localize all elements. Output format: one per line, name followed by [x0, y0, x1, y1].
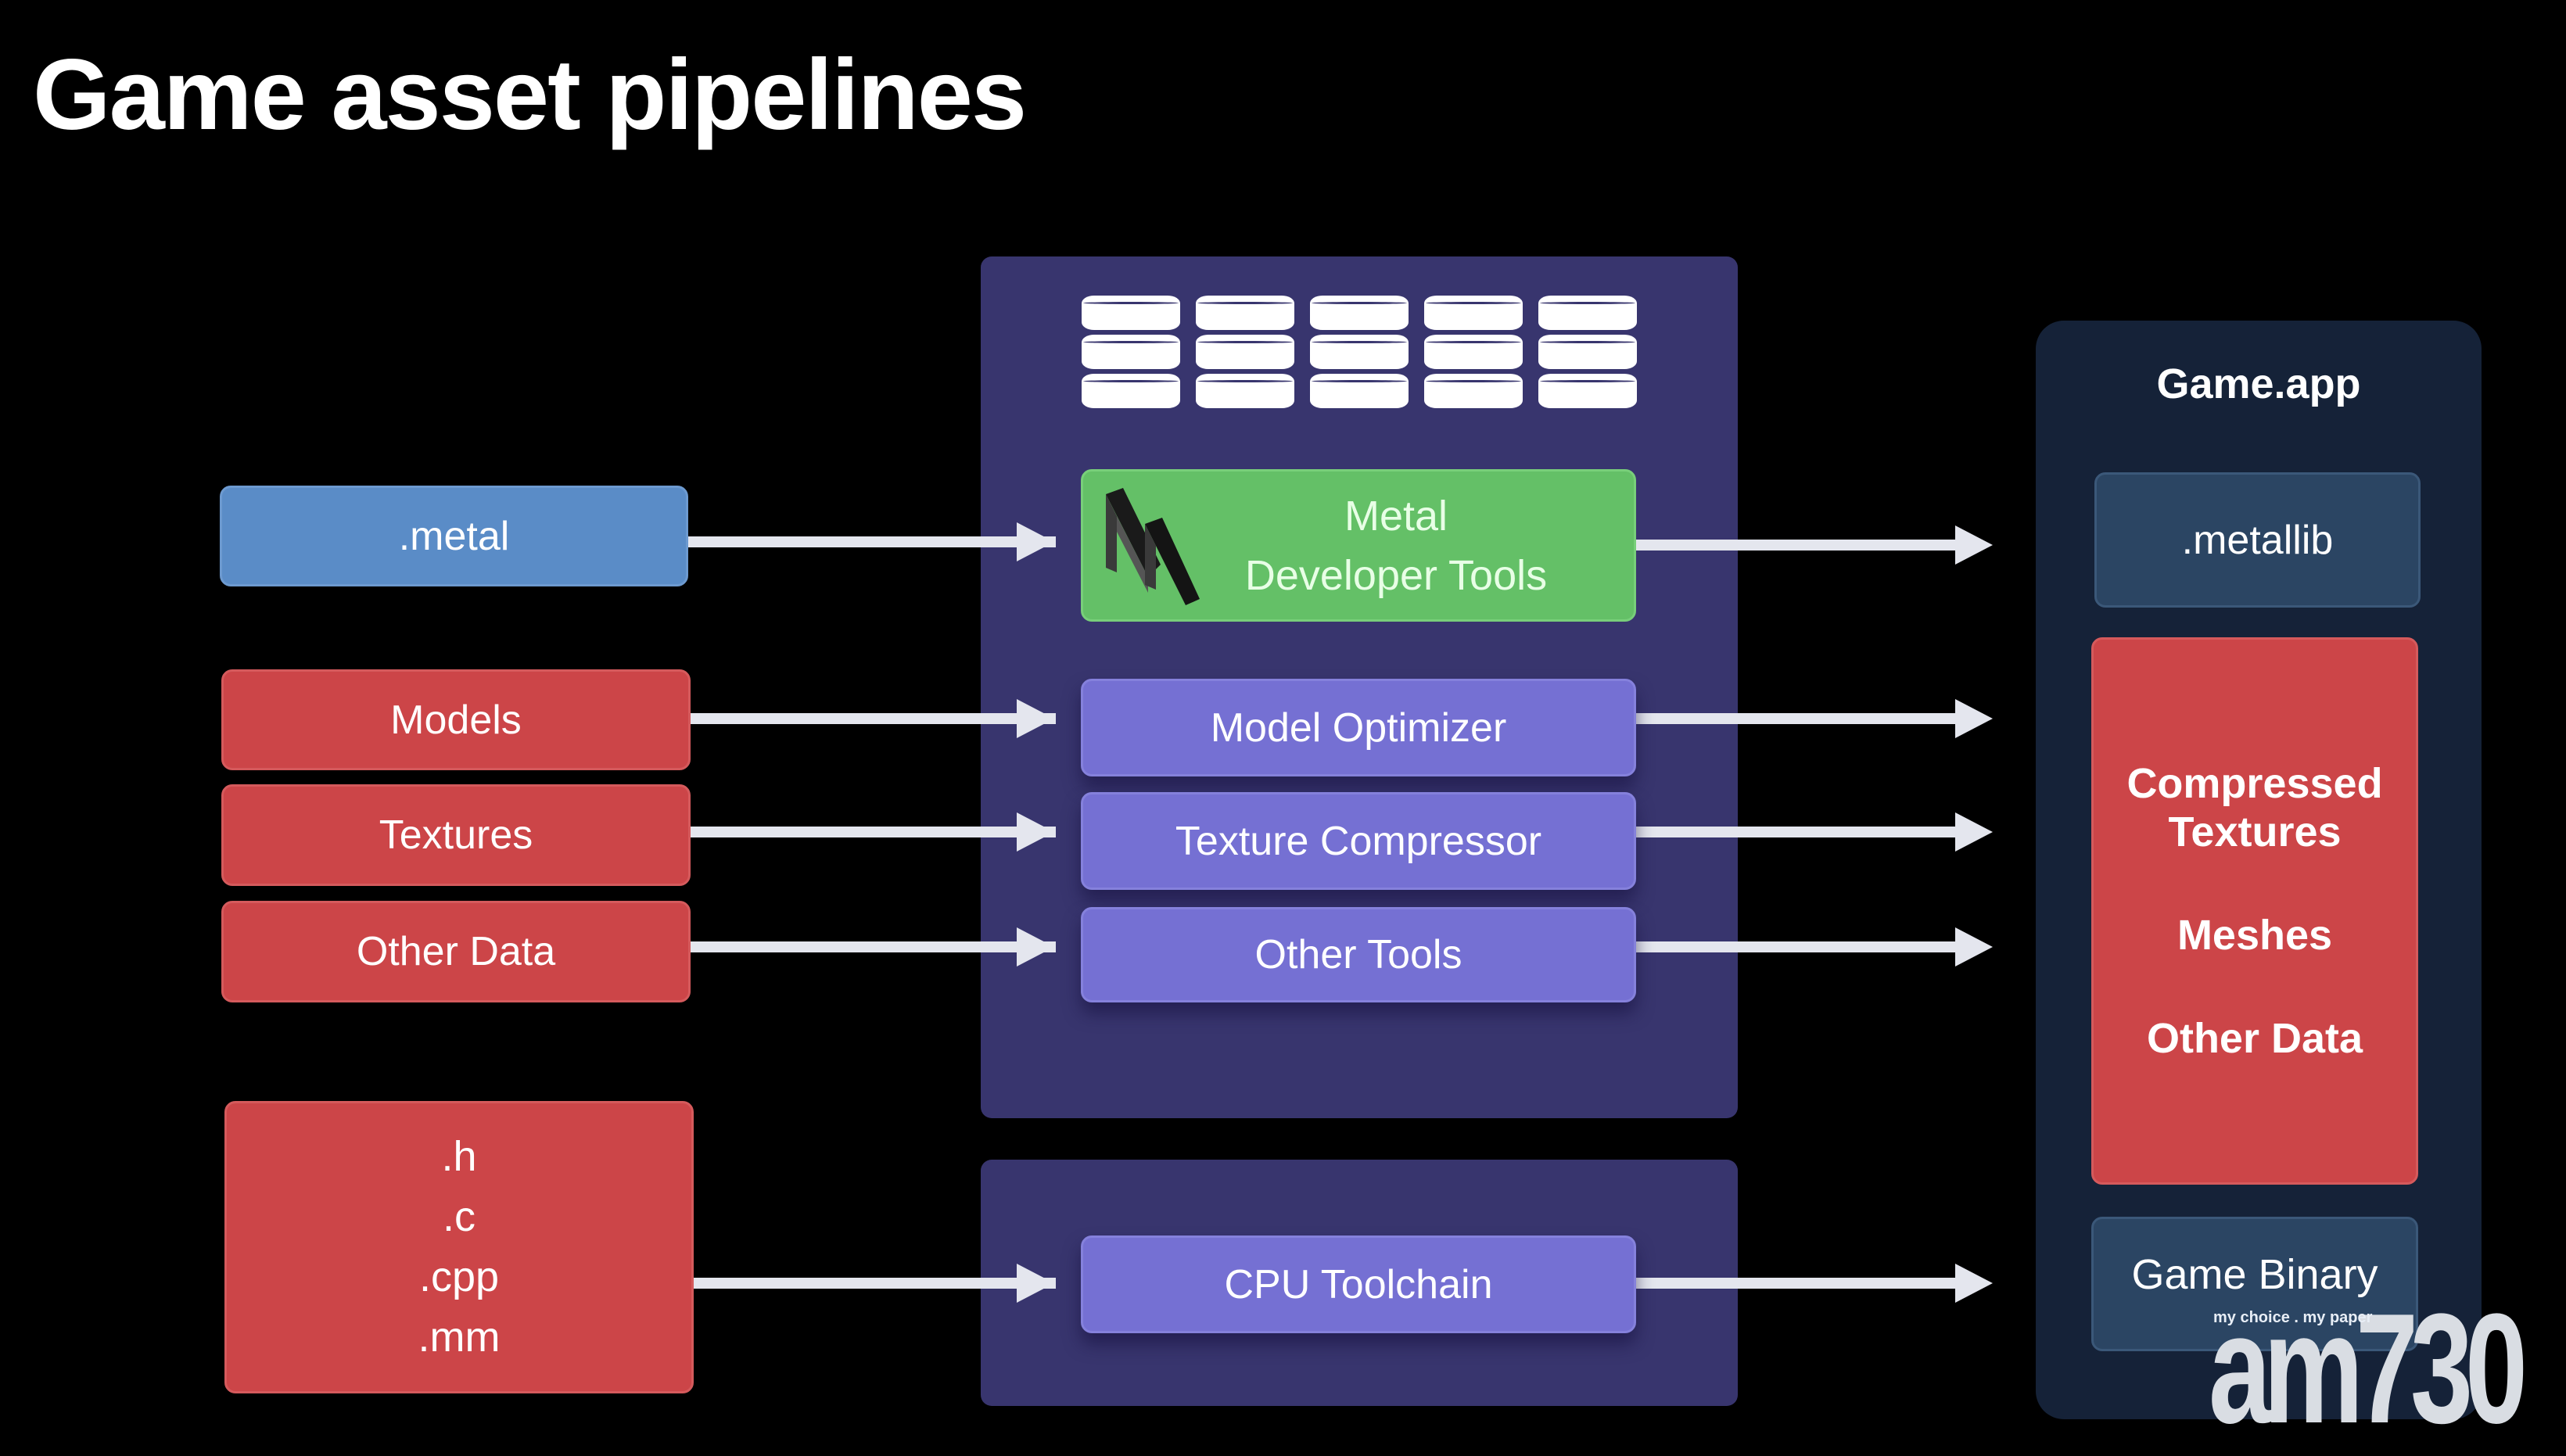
- database-icon: [1424, 296, 1523, 413]
- arrow-cpu-to-binary: [1636, 1264, 1993, 1303]
- database-disk: [1310, 296, 1409, 330]
- database-disk: [1310, 374, 1409, 408]
- arrow-otherdata-to-othertools: [691, 927, 1056, 966]
- texture-compressor: Texture Compressor: [1081, 792, 1636, 890]
- database-disk: [1424, 335, 1523, 369]
- database-disk: [1196, 374, 1294, 408]
- mdt-line-1: Metal: [1344, 492, 1448, 540]
- database-disk: [1082, 374, 1180, 408]
- other-tools-label: Other Tools: [1254, 932, 1462, 977]
- output-compressed-line: Compressed: [2126, 760, 2383, 807]
- database-icon: [1196, 296, 1294, 413]
- metal-logo-icon: [1106, 488, 1200, 605]
- input-metal: .metal: [220, 486, 688, 586]
- database-disk: [1538, 296, 1637, 330]
- input-textures: Textures: [221, 784, 691, 886]
- arrow-metal-to-mdt: [688, 522, 1056, 561]
- database-icon: [1538, 296, 1637, 413]
- input-textures-label: Textures: [379, 812, 533, 858]
- output-metallib-label: .metallib: [2181, 517, 2334, 563]
- cpu-toolchain: CPU Toolchain: [1081, 1235, 1636, 1333]
- metal-developer-tools-label: Metal Developer Tools: [1189, 469, 1603, 622]
- other-tools: Other Tools: [1081, 907, 1636, 1002]
- output-game-binary-label: Game Binary: [2131, 1251, 2378, 1298]
- database-icon: [1082, 296, 1180, 413]
- slide-title: Game asset pipelines: [33, 39, 1027, 151]
- input-other-data: Other Data: [221, 901, 691, 1002]
- output-meshes: Meshes: [2177, 912, 2333, 959]
- input-other-data-label: Other Data: [356, 929, 556, 974]
- source-file-mm: .mm: [418, 1314, 501, 1361]
- arrow-optimizer-to-assets: [1636, 699, 1993, 738]
- arrow-textures-to-compressor: [691, 812, 1056, 852]
- database-disk: [1538, 374, 1637, 408]
- input-metal-label: .metal: [398, 513, 510, 559]
- database-icon: [1310, 296, 1409, 413]
- output-metallib: .metallib: [2094, 472, 2421, 608]
- arrow-othertools-to-assets: [1636, 927, 1993, 966]
- arrow-source-to-cpu: [694, 1264, 1056, 1303]
- database-icons: [1082, 296, 1637, 413]
- input-source-files: .h .c .cpp .mm: [224, 1101, 694, 1393]
- watermark-tagline: my choice . my paper: [2213, 1309, 2373, 1326]
- watermark-brand: am730: [2209, 1282, 2528, 1456]
- game-app-title: Game.app: [2156, 360, 2361, 407]
- arrow-mdt-to-metallib: [1636, 525, 1993, 565]
- mdt-line-2: Developer Tools: [1244, 551, 1548, 599]
- model-optimizer-label: Model Optimizer: [1210, 705, 1507, 751]
- source-file-h: .h: [441, 1133, 477, 1180]
- database-disk: [1424, 296, 1523, 330]
- database-disk: [1538, 335, 1637, 369]
- output-textures-line: Textures: [2168, 809, 2342, 855]
- database-disk: [1196, 335, 1294, 369]
- database-disk: [1310, 335, 1409, 369]
- input-models: Models: [221, 669, 691, 770]
- arrow-models-to-optimizer: [691, 699, 1056, 738]
- output-assets: Compressed Textures Meshes Other Data: [2091, 637, 2418, 1185]
- arrow-compressor-to-assets: [1636, 812, 1993, 852]
- database-disk: [1196, 296, 1294, 330]
- source-file-c: .c: [442, 1193, 476, 1240]
- am730-watermark: am730 my choice . my paper: [2205, 1282, 2566, 1456]
- database-disk: [1082, 335, 1180, 369]
- output-game-binary: Game Binary: [2091, 1217, 2418, 1351]
- database-disk: [1424, 374, 1523, 408]
- output-other-data: Other Data: [2146, 1015, 2363, 1062]
- database-disk: [1082, 296, 1180, 330]
- source-file-cpp: .cpp: [418, 1253, 500, 1300]
- cpu-toolchain-label: CPU Toolchain: [1224, 1261, 1493, 1307]
- model-optimizer: Model Optimizer: [1081, 679, 1636, 776]
- input-models-label: Models: [390, 697, 522, 743]
- texture-compressor-label: Texture Compressor: [1175, 818, 1542, 864]
